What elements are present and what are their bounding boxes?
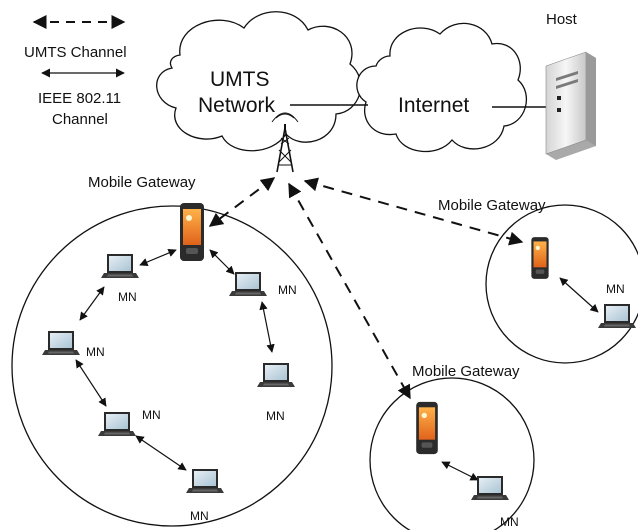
mn-laptop-icon bbox=[101, 254, 139, 278]
umts-cloud-label-1: UMTS bbox=[210, 68, 270, 91]
mn-label: MN bbox=[190, 509, 209, 523]
legend-umts-label: UMTS Channel bbox=[24, 44, 127, 61]
legend: UMTS Channel IEEE 802.11 Channel bbox=[24, 15, 127, 128]
host-server-icon bbox=[545, 51, 596, 160]
legend-wifi-label-2: Channel bbox=[52, 111, 108, 128]
mn-label: MN bbox=[86, 345, 105, 359]
internet-cloud-label: Internet bbox=[398, 94, 469, 117]
wifi-links bbox=[75, 249, 599, 481]
mn-laptop-icon bbox=[186, 469, 224, 493]
umts-cloud-label-2: Network bbox=[198, 94, 276, 117]
legend-wifi-label-1: IEEE 802.11 bbox=[38, 90, 121, 107]
gateway-left-label: Mobile Gateway bbox=[88, 174, 196, 191]
gateway-bottom-phone-icon bbox=[416, 401, 438, 455]
host-label: Host bbox=[546, 11, 578, 28]
mn-label: MN bbox=[606, 282, 625, 296]
internet-cloud bbox=[356, 22, 528, 153]
umts-link-bottom bbox=[288, 182, 411, 400]
mn-laptop-icon bbox=[98, 412, 136, 436]
gateway-right-phone-icon bbox=[531, 237, 549, 279]
cluster-bottom bbox=[369, 377, 535, 530]
mn-label: MN bbox=[266, 409, 285, 423]
mn-label: MN bbox=[500, 515, 519, 529]
umts-link-left bbox=[208, 177, 276, 227]
gateway-right-label: Mobile Gateway bbox=[438, 197, 546, 214]
mn-label: MN bbox=[278, 283, 297, 297]
mn-label: MN bbox=[142, 408, 161, 422]
mn-laptop-icon bbox=[42, 331, 80, 355]
umts-cloud bbox=[156, 11, 362, 152]
umts-links bbox=[208, 177, 524, 400]
mn-laptop-icon bbox=[229, 272, 267, 296]
gateway-bottom-label: Mobile Gateway bbox=[412, 363, 520, 380]
gateway-left-phone-icon bbox=[180, 203, 204, 261]
cluster-right bbox=[485, 204, 638, 364]
mn-label: MN bbox=[118, 290, 137, 304]
base-station-tower-icon bbox=[271, 112, 299, 173]
mn-laptop-icon bbox=[598, 304, 636, 328]
mn-laptop-icon bbox=[257, 363, 295, 387]
